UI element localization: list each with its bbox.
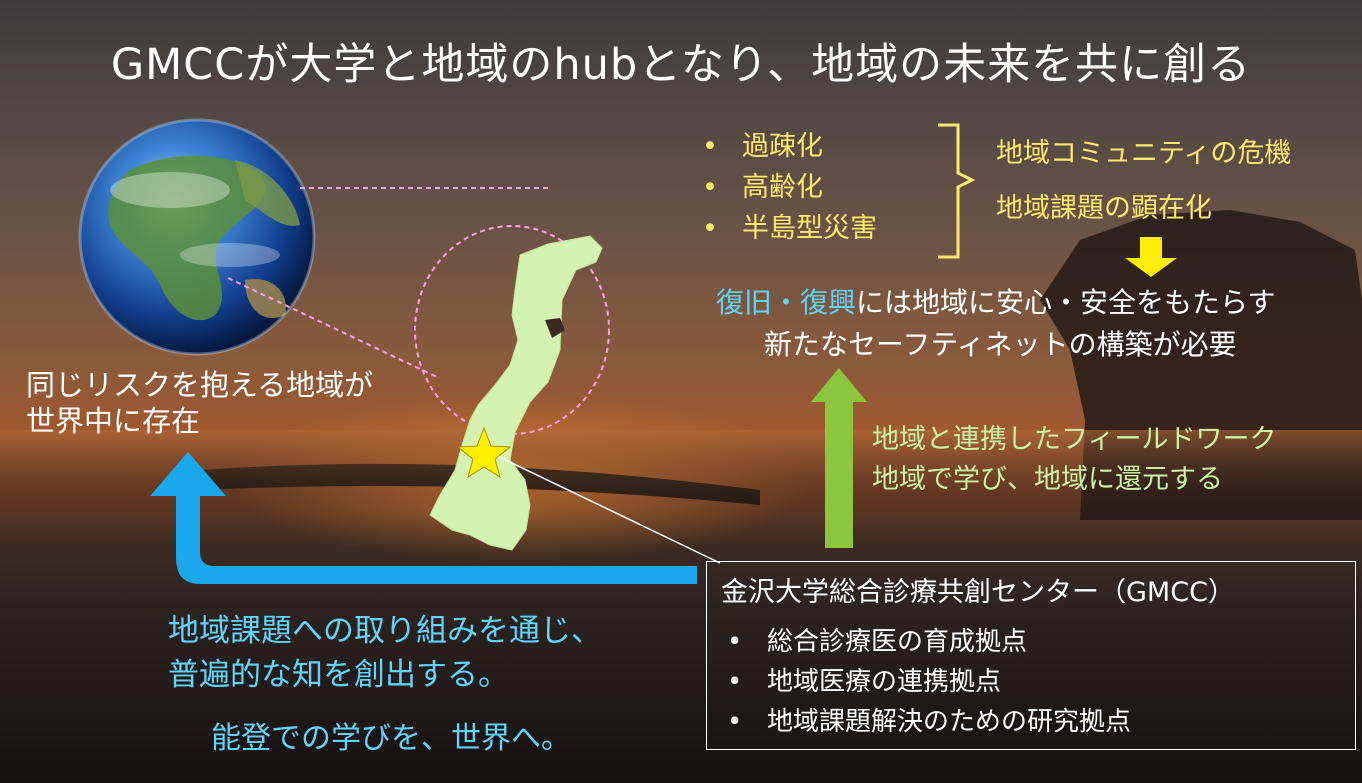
fieldwork-line-2: 地域で学び、地域に還元する <box>872 464 1223 495</box>
gmcc-box: 金沢大学総合診療共創センター（GMCC） 総合診療医の育成拠点 地域医療の連携拠… <box>706 561 1356 750</box>
recovery-statement: 復旧・復興には地域に安心・安全をもたらす 新たなセーフティネットの構築が必要 <box>716 282 1275 366</box>
message-line-1: 地域課題への取り組みを通じ、 <box>168 613 602 649</box>
issue-item: 過疎化 <box>702 126 877 167</box>
risk-line-1: 同じリスクを抱える地域が <box>26 368 374 402</box>
message-line-2: 普遍的な知を創出する。 <box>168 657 509 693</box>
global-risk-text: 同じリスクを抱える地域が 世界中に存在 <box>26 367 373 439</box>
message-block: 地域課題への取り組みを通じ、 普遍的な知を創出する。 <box>168 609 602 697</box>
crisis-text: 地域コミュニティの危機 <box>996 138 1292 169</box>
gmcc-role-list: 総合診療医の育成拠点 地域医療の連携拠点 地域課題解決のための研究拠点 <box>727 622 1131 742</box>
gmcc-role-item: 地域課題解決のための研究拠点 <box>727 702 1131 742</box>
recovery-line-1: には地域に安心・安全をもたらす <box>856 286 1276 319</box>
fieldwork-line-1: 地域と連携したフィールドワーク <box>872 424 1277 455</box>
return-arrow-icon <box>150 452 697 584</box>
sea-reflection <box>0 430 1362 510</box>
recovery-keyword: 復旧・復興 <box>716 286 857 319</box>
message-line-3: 能登での学びを、世界へ。 <box>211 721 571 756</box>
location-connector <box>488 451 721 564</box>
risk-line-2: 世界中に存在 <box>26 404 201 438</box>
issue-item: 半島型災害 <box>702 208 877 249</box>
gmcc-name: 金沢大学総合診療共創センター（GMCC） <box>721 577 1235 608</box>
bracket-icon <box>938 123 976 259</box>
earth-globe-icon <box>78 118 316 356</box>
gmcc-role-item: 地域医療の連携拠点 <box>727 662 1131 702</box>
emergence-text: 地域課題の顕在化 <box>996 193 1212 224</box>
issue-item: 高齢化 <box>702 167 877 208</box>
up-arrow-icon <box>811 368 867 548</box>
fieldwork-text: 地域と連携したフィールドワーク 地域で学び、地域に還元する <box>872 420 1276 500</box>
location-star-icon <box>456 426 512 479</box>
down-arrow-icon <box>1125 237 1177 277</box>
connector-line-bottom <box>227 277 438 378</box>
page-title: GMCCが大学と地域のhubとなり、地域の未来を共に創る <box>110 40 1252 90</box>
gmcc-role-item: 総合診療医の育成拠点 <box>727 622 1131 662</box>
recovery-line-2: 新たなセーフティネットの構築が必要 <box>764 328 1237 361</box>
issue-list: 過疎化 高齢化 半島型災害 <box>702 126 877 249</box>
